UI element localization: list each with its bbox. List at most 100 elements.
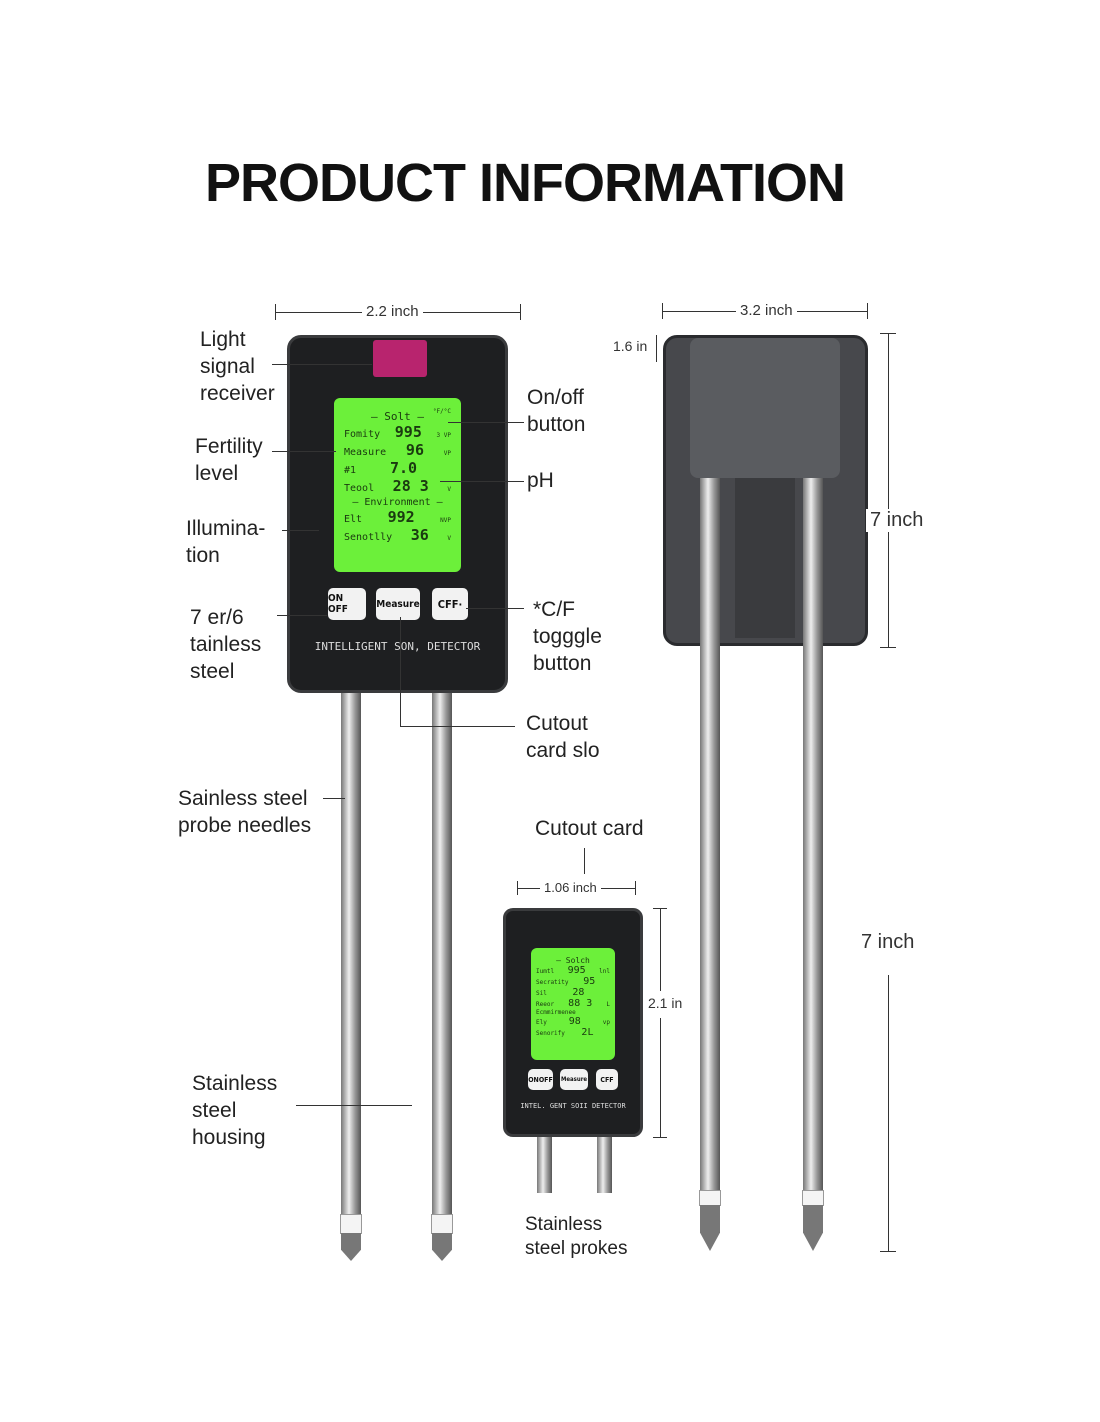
leader-line: [400, 726, 515, 727]
measure-button[interactable]: Measure: [376, 588, 420, 620]
reading-value: 995: [567, 965, 586, 976]
reading-label: Teool: [344, 483, 375, 494]
card-slot: [735, 478, 795, 638]
reading-unit: L: [606, 1001, 610, 1008]
card-brand: INTEL. GENT SOII DETECTOR: [520, 1102, 626, 1110]
back-probe-right: [803, 470, 823, 1220]
leader-line: [277, 615, 327, 616]
reading-value: 28: [572, 987, 585, 998]
card-probe: [597, 1135, 612, 1193]
leader-line: [272, 364, 372, 365]
dimension-tick: [653, 908, 667, 909]
dimension-tick: [517, 881, 518, 895]
dimension-line: [660, 1018, 661, 1138]
screen-header: — Solt —: [371, 410, 424, 423]
reading-label: Reeor: [536, 1001, 555, 1008]
card-measure-button[interactable]: Measure: [560, 1069, 588, 1090]
back-height-label: 7 inch: [866, 509, 928, 532]
reading-label: Sil: [536, 990, 547, 997]
reading-value: 88 3: [568, 998, 593, 1009]
reading-unit: 3 VP: [436, 432, 451, 439]
label-steel-left: 7 er/6 tainless steel: [190, 606, 262, 683]
label-small-probes: Stainless steel prokes: [525, 1214, 628, 1259]
leader-line: [296, 1105, 412, 1106]
dimension-line: [888, 333, 889, 648]
label-cutout-card: Cutout card: [535, 817, 644, 840]
label-probe-needles: Sainless steel probe needles: [178, 787, 312, 837]
reading-unit: vp: [602, 1019, 610, 1026]
card-lcd-screen: — Solch Iumtl 995 lnl Secratity 95 Sil 28 Re…: [531, 948, 615, 1060]
reading-label: Ely: [536, 1019, 547, 1026]
environment-header: — Environment —: [352, 497, 443, 508]
probe-tip: [803, 1205, 823, 1251]
label-card-slot: Cutout card slo: [526, 712, 600, 762]
card-cf-button[interactable]: CFF: [596, 1069, 618, 1090]
reading-label: Senorify: [536, 1030, 565, 1037]
dimension-tick: [520, 304, 521, 320]
dimension-line: [660, 908, 661, 991]
reading-label: Fomity: [344, 429, 381, 440]
cf-toggle-button[interactable]: CFF·: [432, 588, 468, 620]
reading-unit: VP: [443, 450, 451, 457]
reading-value: 28 3: [392, 477, 429, 495]
reading-value: 36: [410, 526, 429, 544]
reading-value: 2L: [581, 1027, 594, 1038]
page-title: PRODUCT INFORMATION: [205, 153, 846, 213]
leader-line: [400, 617, 401, 726]
reading-unit: V: [447, 535, 451, 542]
screen-header: — Solch: [556, 956, 590, 965]
label-illumination: Illumina- tion: [186, 517, 266, 567]
reading-label: Measure: [344, 447, 387, 458]
kickstand: [690, 338, 840, 478]
reading-label: Secratity: [536, 979, 569, 986]
reading-unit: V: [447, 486, 451, 493]
dimension-tick: [880, 333, 896, 334]
reading-label: Senotlly: [344, 532, 393, 543]
front-width-label: 2.2 inch: [362, 303, 423, 320]
reading-value: 995: [394, 423, 422, 441]
reading-label: Elt: [344, 514, 363, 525]
back-depth-label: 1.6 in: [609, 338, 652, 354]
card-width-label: 1.06 inch: [540, 880, 601, 895]
card-probe: [537, 1135, 552, 1193]
dimension-tick: [653, 1137, 667, 1138]
dimension-tick: [880, 647, 896, 648]
probe-length-label: 7 inch: [857, 931, 919, 954]
on-off-button[interactable]: ON OFF: [328, 588, 366, 620]
label-housing: Stainless steel housing: [192, 1072, 278, 1149]
leader-line: [584, 848, 585, 874]
dimension-tick: [880, 1251, 896, 1252]
leader-line: [440, 481, 524, 482]
probe-tip: [700, 1205, 720, 1251]
probe-tip: [341, 1233, 361, 1261]
label-fertility: Fertility level: [195, 435, 263, 485]
reading-label: Ecmmirmenee: [536, 1009, 576, 1016]
back-probe-left: [700, 470, 720, 1220]
leader-line: [272, 451, 336, 452]
reading-value: 992: [387, 508, 415, 526]
leader-line: [282, 530, 319, 531]
back-probe-upper: [803, 478, 823, 648]
card-height-label: 2.1 in: [644, 995, 687, 1011]
back-width-label: 3.2 inch: [736, 302, 797, 319]
light-signal-receiver: [373, 340, 427, 377]
probe-band: [431, 1214, 453, 1234]
reading-value: 98: [568, 1016, 581, 1027]
leader-line: [466, 608, 524, 609]
probe-right: [432, 690, 452, 1220]
card-on-off-button[interactable]: ONOFF: [528, 1069, 553, 1090]
device-brand: INTELLIGENT SON, DETECTOR: [314, 640, 481, 653]
reading-label: Iumtl: [536, 968, 555, 975]
leader-line: [448, 422, 524, 423]
reading-unit: lnl: [599, 968, 610, 975]
label-light-signal: Light signal receiver: [200, 328, 275, 405]
reading-unit: NVP: [440, 517, 451, 524]
probe-band: [699, 1190, 721, 1206]
reading-value: 95: [583, 976, 596, 987]
dimension-tick: [867, 303, 868, 319]
back-probe-upper: [700, 478, 720, 648]
dimension-line: [888, 975, 889, 1252]
unit-indicator: °F/°C: [432, 408, 451, 415]
dimension-tick: [275, 304, 276, 320]
